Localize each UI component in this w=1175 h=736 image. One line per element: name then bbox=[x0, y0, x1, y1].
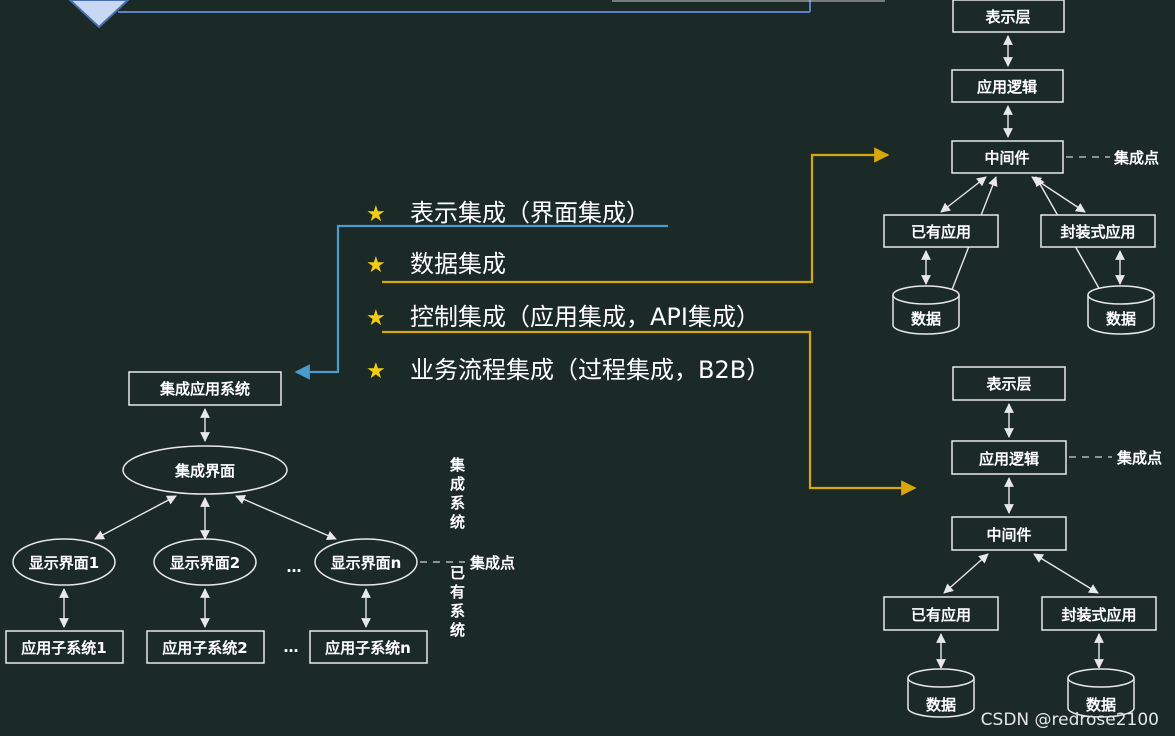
database-icon: 数据 bbox=[1087, 285, 1155, 335]
list-item-data: ★ 数据集成 bbox=[366, 250, 506, 278]
star-icon: ★ bbox=[366, 306, 386, 331]
svg-text:中间件: 中间件 bbox=[984, 149, 1029, 167]
subsystem-2: 应用子系统2 bbox=[146, 630, 265, 664]
integrated-app-box: 集成应用系统 bbox=[128, 371, 282, 406]
svg-text:已有应用: 已有应用 bbox=[911, 223, 971, 241]
svg-text:集成应用系统: 集成应用系统 bbox=[159, 380, 250, 398]
ellipsis-text: … bbox=[284, 638, 299, 656]
presentation-layer-box: 表示层 bbox=[952, 0, 1065, 33]
svg-text:数据: 数据 bbox=[1106, 310, 1136, 328]
subsystem-n: 应用子系统n bbox=[309, 630, 428, 664]
svg-text:中间件: 中间件 bbox=[986, 526, 1031, 544]
left-diagram: 集成应用系统 集成界面 显示界面1 显示界面2 … 显示界面n 集成点 bbox=[5, 371, 515, 664]
svg-text:显示界面2: 显示界面2 bbox=[170, 554, 240, 572]
list-item-control: ★ 控制集成（应用集成，API集成） bbox=[366, 303, 760, 331]
svg-text:封装式应用: 封装式应用 bbox=[1060, 223, 1135, 241]
star-icon: ★ bbox=[366, 359, 386, 384]
svg-text:显示界面n: 显示界面n bbox=[331, 554, 402, 572]
watermark-text: CSDN @redrose2100 bbox=[980, 710, 1159, 730]
svg-text:表示层: 表示层 bbox=[985, 8, 1030, 26]
display-ui-n: 显示界面n bbox=[314, 538, 418, 586]
svg-text:数据: 数据 bbox=[911, 310, 941, 328]
integration-point-label: 集成点 bbox=[1116, 449, 1162, 467]
subsystem-1: 应用子系统1 bbox=[5, 630, 124, 664]
display-ui-1: 显示界面1 bbox=[12, 538, 116, 586]
existing-system-vertical-label: 已有系统 bbox=[450, 564, 465, 639]
svg-text:集成界面: 集成界面 bbox=[174, 462, 235, 480]
app-logic-box: 应用逻辑 bbox=[951, 69, 1064, 103]
middleware-box: 中间件 bbox=[951, 140, 1064, 174]
list-item-process: ★ 业务流程集成（过程集成，B2B） bbox=[366, 356, 770, 384]
connector-data bbox=[382, 147, 890, 284]
svg-text:应用逻辑: 应用逻辑 bbox=[979, 450, 1039, 468]
svg-text:数据: 数据 bbox=[926, 696, 956, 714]
app-logic-box: 应用逻辑 bbox=[951, 440, 1067, 475]
svg-text:表示层: 表示层 bbox=[986, 375, 1031, 393]
wrapped-app-box: 封装式应用 bbox=[1040, 214, 1156, 248]
integrated-system-vertical-label: 集成系统 bbox=[449, 456, 466, 531]
svg-text:应用逻辑: 应用逻辑 bbox=[977, 78, 1037, 96]
svg-text:应用子系统n: 应用子系统n bbox=[325, 639, 411, 657]
existing-app-box: 已有应用 bbox=[883, 596, 999, 631]
ellipsis-text: … bbox=[287, 558, 302, 576]
list-item-presentation: ★ 表示集成（界面集成） bbox=[366, 199, 650, 227]
top-right-diagram: 表示层 应用逻辑 中间件 集成点 已有应用 封装式应用 bbox=[883, 0, 1159, 335]
presentation-layer-box: 表示层 bbox=[952, 366, 1066, 401]
svg-text:数据: 数据 bbox=[1086, 696, 1116, 714]
star-icon: ★ bbox=[366, 253, 386, 278]
header-decoration bbox=[68, 0, 885, 29]
svg-text:封装式应用: 封装式应用 bbox=[1061, 606, 1136, 624]
bottom-right-diagram: 表示层 应用逻辑 集成点 中间件 已有应用 封装式应用 数据 bbox=[883, 366, 1162, 718]
database-icon: 数据 bbox=[907, 668, 975, 718]
svg-text:应用子系统2: 应用子系统2 bbox=[162, 639, 247, 657]
integration-point-label: 集成点 bbox=[469, 554, 515, 572]
connector-control bbox=[382, 330, 917, 496]
existing-app-box: 已有应用 bbox=[883, 214, 999, 248]
middleware-box: 中间件 bbox=[951, 516, 1067, 551]
svg-text:显示界面1: 显示界面1 bbox=[29, 554, 99, 572]
integration-point-label: 集成点 bbox=[1113, 149, 1159, 167]
item-label: 业务流程集成（过程集成，B2B） bbox=[410, 356, 770, 384]
display-ui-2: 显示界面2 bbox=[153, 538, 257, 586]
svg-text:已有应用: 已有应用 bbox=[911, 606, 971, 624]
connector-presentation bbox=[294, 224, 668, 380]
wrapped-app-box: 封装式应用 bbox=[1041, 596, 1157, 631]
database-icon: 数据 bbox=[1067, 668, 1135, 718]
svg-text:应用子系统1: 应用子系统1 bbox=[21, 639, 106, 657]
item-label: 数据集成 bbox=[410, 250, 506, 278]
item-label: 控制集成（应用集成，API集成） bbox=[410, 303, 760, 331]
integrated-ui-ellipse: 集成界面 bbox=[122, 445, 288, 495]
star-icon: ★ bbox=[366, 202, 386, 227]
item-label: 表示集成（界面集成） bbox=[410, 199, 650, 227]
integration-list: ★ 表示集成（界面集成） ★ 数据集成 ★ 控制集成（应用集成，API集成） ★… bbox=[366, 199, 770, 384]
database-icon: 数据 bbox=[892, 285, 960, 335]
